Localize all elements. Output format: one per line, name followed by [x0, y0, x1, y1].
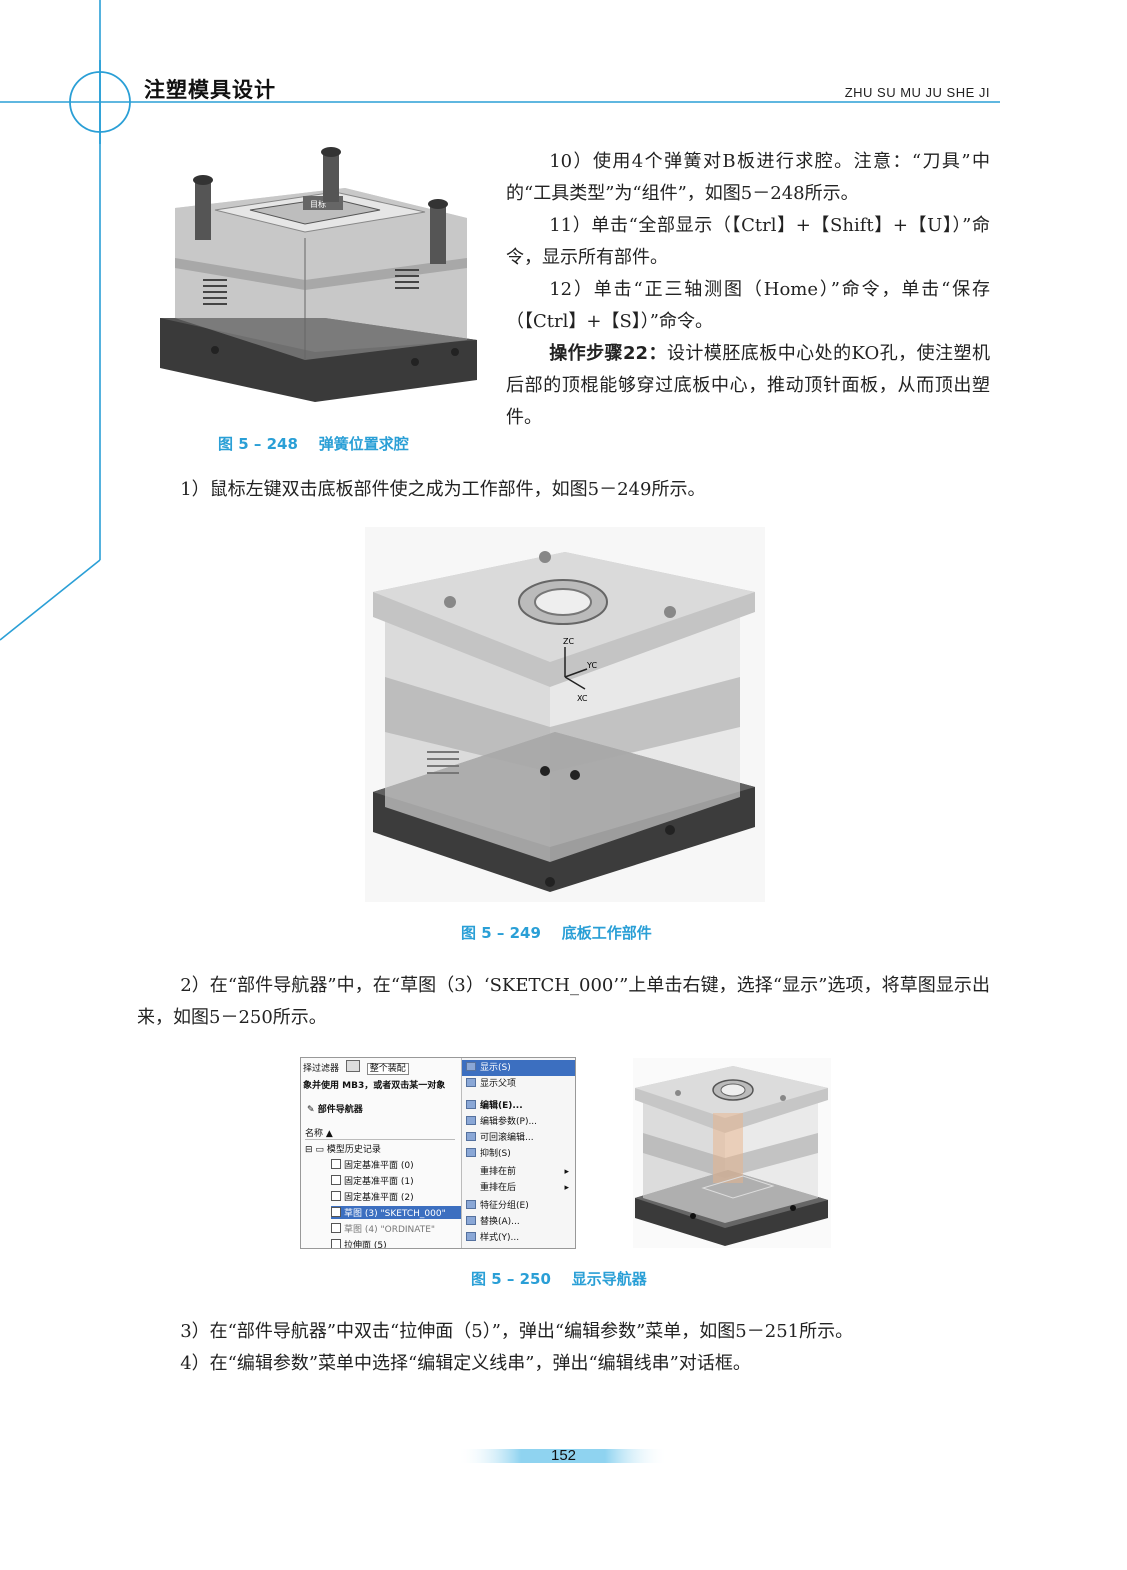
- figure-250-caption: 图 5 – 250 显示导航器: [471, 1270, 647, 1288]
- feature-group-icon: [466, 1200, 476, 1209]
- filter-value[interactable]: 整个装配: [366, 1063, 409, 1075]
- menu-item-show-parent[interactable]: 显示父项: [462, 1076, 575, 1092]
- paragraph-1-block: 1）鼠标左键双击底板部件使之成为工作部件，如图5－249所示。: [137, 474, 990, 506]
- paragraph-2: 2）在“部件导航器”中，在“草图（3）‘SKETCH_000’”上单击右键，选择…: [137, 975, 990, 1028]
- figure-249-caption: 图 5 – 249 底板工作部件: [461, 924, 652, 942]
- header-title: 注塑模具设计: [144, 78, 276, 102]
- paragraph-11: 11）单击“全部显示（【Ctrl】+【Shift】+【U】）”命令，显示所有部件…: [506, 215, 990, 268]
- checkbox-icon[interactable]: [331, 1159, 341, 1169]
- filter-label: 择过滤器: [303, 1064, 340, 1074]
- menu-item-style[interactable]: 样式(Y)...: [462, 1230, 575, 1246]
- rollback-icon: [466, 1132, 476, 1141]
- paragraph-10: 10）使用4个弹簧对B板进行求腔。注意：“刀具”中的“工具类型”为“组件”，如图…: [506, 151, 990, 204]
- show-parent-icon: [466, 1078, 476, 1087]
- tree-item[interactable]: 固定基准平面 (0): [331, 1158, 414, 1171]
- paragraph-2-block: 2）在“部件导航器”中，在“草图（3）‘SKETCH_000’”上单击右键，选择…: [137, 970, 990, 1034]
- tree-item-selected[interactable]: 草图 (3) "SKETCH_000": [331, 1206, 461, 1219]
- figure-248-label: 目标: [310, 199, 326, 209]
- paragraph-3-4-block: 3）在“部件导航器”中双击“拉伸面（5）”，弹出“编辑参数”菜单，如图5－251…: [137, 1316, 990, 1380]
- axis-yc-label: YC: [586, 661, 597, 670]
- step-22-paragraph: 操作步骤22：设计模胚底板中心处的KO孔，使注塑机后部的顶棍能够穿过底板中心，推…: [506, 338, 990, 434]
- menu-item-feature-group[interactable]: 特征分组(E): [462, 1198, 575, 1214]
- column-header-name[interactable]: 名称 ▲: [305, 1126, 455, 1140]
- checkbox-icon[interactable]: [331, 1175, 341, 1185]
- navigator-title: 部件导航器: [317, 1105, 363, 1115]
- menu-item-suppress[interactable]: 抑制(S): [462, 1146, 575, 1162]
- page-number: 152: [550, 1447, 577, 1464]
- expand-icon[interactable]: ⊟: [305, 1145, 313, 1155]
- submenu-arrow-icon: ▸: [564, 1167, 569, 1177]
- tree-item[interactable]: 固定基准平面 (1): [331, 1174, 414, 1187]
- checkbox-icon[interactable]: [331, 1223, 341, 1233]
- checkbox-icon[interactable]: [331, 1207, 341, 1217]
- show-icon: [466, 1062, 476, 1071]
- edit-icon: [466, 1100, 476, 1109]
- suppress-icon: [466, 1148, 476, 1157]
- figure-250-model-image: [633, 1058, 831, 1248]
- figure-248-image: 目标: [155, 140, 480, 420]
- figure-249-image: ZC YC XC: [365, 527, 765, 902]
- menu-item-reorder-before[interactable]: 重排在前▸: [462, 1164, 575, 1180]
- part-navigator-panel: 择过滤器 整个装配 象并使用 MB3，或者双击某一对象 ✎ 部件导航器 名称 ▲…: [301, 1058, 462, 1248]
- tree-item[interactable]: 拉伸面 (5): [331, 1238, 387, 1248]
- checkbox-icon[interactable]: [331, 1239, 341, 1248]
- checkbox-icon[interactable]: [331, 1191, 341, 1201]
- replace-icon: [466, 1216, 476, 1225]
- menu-item-edit[interactable]: 编辑(E)...: [462, 1098, 575, 1114]
- step-22-label: 操作步骤22：: [549, 343, 667, 364]
- tree-item[interactable]: 草图 (4) "ORDINATE": [331, 1222, 435, 1235]
- paragraph-4: 4）在“编辑参数”菜单中选择“编辑定义线串”，弹出“编辑线串”对话框。: [180, 1353, 751, 1374]
- submenu-arrow-icon: ▸: [564, 1183, 569, 1193]
- axis-zc-label: ZC: [563, 637, 574, 646]
- navigator-hint: 象并使用 MB3，或者双击某一对象: [303, 1081, 446, 1091]
- folder-icon: ▭: [315, 1145, 324, 1155]
- menu-item-rollback-edit[interactable]: 可回滚编辑...: [462, 1130, 575, 1146]
- paragraphs-right: 10）使用4个弹簧对B板进行求腔。注意：“刀具”中的“工具类型”为“组件”，如图…: [506, 146, 990, 434]
- paragraph-12: 12）单击“正三轴测图（Home）”命令，单击“保存（【Ctrl】+【S】）”命…: [506, 279, 990, 332]
- tree-item[interactable]: 固定基准平面 (2): [331, 1190, 414, 1203]
- navigator-pin-icon: ✎: [307, 1105, 318, 1115]
- menu-item-replace[interactable]: 替换(A)...: [462, 1214, 575, 1230]
- part-navigator-screenshot: 择过滤器 整个装配 象并使用 MB3，或者双击某一对象 ✎ 部件导航器 名称 ▲…: [300, 1057, 576, 1249]
- tree-root[interactable]: 模型历史记录: [326, 1145, 381, 1155]
- filter-dropdown-icon[interactable]: [345, 1060, 360, 1072]
- header-pinyin: ZHU SU MU JU SHE JI: [844, 85, 990, 100]
- menu-item-reorder-after[interactable]: 重排在后▸: [462, 1180, 575, 1196]
- axis-xc-label: XC: [577, 694, 588, 703]
- paragraph-3: 3）在“部件导航器”中双击“拉伸面（5）”，弹出“编辑参数”菜单，如图5－251…: [180, 1321, 854, 1342]
- edit-params-icon: [466, 1116, 476, 1125]
- step-22-text: 设计模胚底板中心处的KO孔，使注塑机后部的顶棍能够穿过底板中心，推动顶针面板，从…: [506, 343, 990, 428]
- context-menu: 显示(S) 显示父项 编辑(E)... 编辑参数(P)... 可回滚编辑... …: [462, 1058, 575, 1248]
- menu-item-edit-params[interactable]: 编辑参数(P)...: [462, 1114, 575, 1130]
- menu-item-show[interactable]: 显示(S): [462, 1060, 575, 1076]
- paragraph-1: 1）鼠标左键双击底板部件使之成为工作部件，如图5－249所示。: [180, 479, 706, 500]
- page-number-decoration: [458, 1449, 668, 1463]
- figure-248-caption: 图 5 – 248 弹簧位置求腔: [218, 435, 409, 453]
- style-icon: [466, 1232, 476, 1241]
